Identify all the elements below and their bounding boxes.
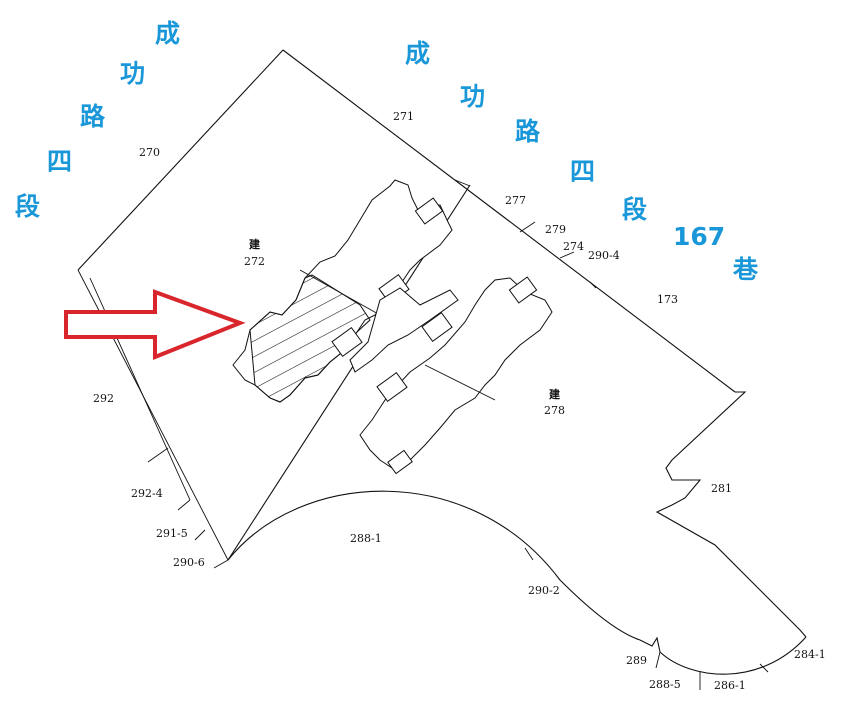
lot-291-5: 291-5 [156, 527, 188, 540]
lot-289: 289 [626, 654, 647, 667]
red-arrow [64, 289, 246, 360]
building-label-272: 建 272 [244, 237, 265, 268]
lot-290-4: 290-4 [588, 249, 620, 262]
lot-274: 274 [563, 240, 584, 253]
lot-288-1: 288-1 [350, 532, 382, 545]
road-label-left-char-2: 功 [120, 59, 145, 88]
road-label-right-char-2: 功 [460, 82, 485, 111]
road-label-left-char-1: 成 [155, 19, 180, 48]
road-label-left-char-3: 路 [80, 102, 106, 131]
building-label-278: 建 278 [544, 387, 565, 417]
road-label-left-char-5: 段 [15, 192, 40, 221]
lane-char: 巷 [732, 255, 759, 284]
road-label-right-char-5: 段 [622, 195, 647, 224]
road-label-right-char-1: 成 [405, 39, 430, 68]
building-278-number: 278 [544, 404, 565, 417]
lot-281: 281 [711, 482, 732, 495]
building-272-number: 272 [244, 255, 265, 268]
building-272-footprint [232, 179, 453, 403]
road-label-right-char-3: 路 [515, 117, 541, 146]
lot-288-5: 288-5 [649, 678, 681, 691]
building-278-footprint [349, 276, 553, 475]
lot-279: 279 [545, 223, 566, 236]
lot-286-1: 286-1 [714, 679, 746, 692]
lot-277: 277 [505, 194, 526, 207]
building-272-prefix: 建 [249, 237, 261, 251]
road-label-left-char-4: 四 [47, 147, 72, 176]
lot-290-6: 290-6 [173, 556, 205, 569]
lane-number: 167 [673, 222, 725, 251]
lot-292-4: 292-4 [131, 487, 163, 500]
building-278-prefix: 建 [549, 387, 561, 401]
lot-173: 173 [657, 293, 678, 306]
lot-290-2: 290-2 [528, 584, 560, 597]
lot-292: 292 [93, 392, 114, 405]
lot-271: 271 [393, 110, 414, 123]
road-label-left: 成 功 路 四 段 [15, 19, 180, 221]
lot-270: 270 [139, 146, 160, 159]
road-label-right-char-4: 四 [570, 157, 595, 186]
lot-numbers: 270 271 277 279 274 290-4 173 292 292-4 … [93, 110, 826, 692]
lot-284-1: 284-1 [794, 648, 826, 661]
road-label-right: 成 功 路 四 段 167 巷 [405, 39, 759, 284]
